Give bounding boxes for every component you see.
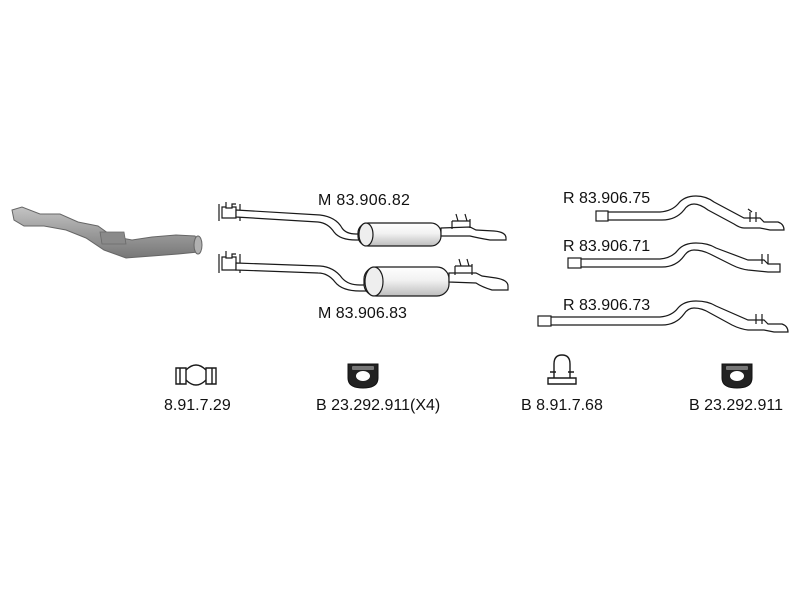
rubber-hanger-icon [347, 363, 379, 389]
u-bolt-clamp-icon [547, 354, 577, 385]
rear-pipe-3-code: R 83.906.73 [563, 297, 650, 314]
u-bolt-code: B 8.91.7.68 [521, 397, 603, 414]
middle-pipe-1-part [218, 202, 507, 247]
middle-pipe-2-part [218, 251, 509, 297]
rear-pipe-1-code: R 83.906.75 [563, 190, 650, 207]
hanger-x4-code: B 23.292.911(X4) [316, 397, 440, 414]
rear-pipe-2-part [567, 242, 781, 273]
catalytic-converter-part [11, 206, 203, 259]
hanger-code: B 23.292.911 [689, 397, 783, 414]
middle-pipe-2-code: M 83.906.83 [318, 305, 407, 322]
clamp-icon [175, 364, 217, 386]
middle-pipe-1-code: M 83.906.82 [318, 192, 410, 209]
rear-pipe-2-code: R 83.906.71 [563, 238, 650, 255]
rear-pipe-1-part [595, 195, 785, 231]
rear-pipe-3-part [537, 300, 789, 333]
rubber-hanger-icon [721, 363, 753, 389]
clamp-code: 8.91.7.29 [164, 397, 231, 414]
